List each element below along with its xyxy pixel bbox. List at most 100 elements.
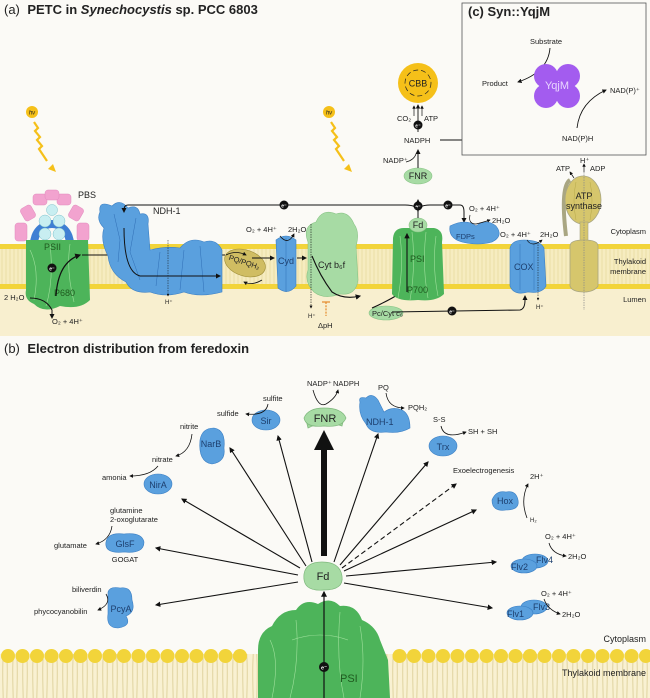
ndh1-complex: NDH-1 H⁺ [98, 202, 223, 306]
arrow-to-ndh1 [333, 432, 380, 563]
fnr-a: FNR NADP⁺ NADPH e⁻ CO₂ ATP [383, 104, 553, 185]
svg-text:Flv2: Flv2 [511, 562, 528, 572]
svg-text:NADPH: NADPH [333, 379, 359, 388]
lipid-head [146, 649, 160, 663]
flv2-flv4: Flv4 Flv2 O₂ + 4H⁺ 2H₂O [510, 532, 586, 574]
svg-text:e⁻: e⁻ [49, 267, 55, 273]
svg-text:ΔpH: ΔpH [318, 321, 333, 330]
svg-text:2H₂O: 2H₂O [540, 230, 558, 239]
svg-text:NarB: NarB [201, 439, 222, 449]
svg-text:FNR: FNR [314, 413, 337, 425]
yqjm-enzyme: YqjM [534, 64, 580, 108]
svg-text:P700: P700 [407, 285, 428, 295]
panel-c: (c) Syn::YqjM Substrate Product YqjM NAD… [461, 2, 647, 156]
electron-icon-b [319, 662, 329, 672]
lipid-head [15, 649, 30, 663]
lipid-head [595, 649, 610, 663]
thylakoid-label-a-1: Thylakoid [614, 257, 646, 266]
light-icon-1: hν [26, 106, 56, 172]
svg-text:GOGAT: GOGAT [112, 555, 139, 564]
panel-b: (b) Electron distribution from feredoxin… [0, 341, 650, 698]
svg-text:Product: Product [482, 79, 509, 88]
nira-b: NirA amonia [102, 465, 173, 495]
svg-text:Fd: Fd [317, 571, 330, 583]
lipid-head [436, 649, 450, 663]
cyd-complex: Cyd O₂ + 4H⁺ 2H₂O [246, 225, 306, 292]
fd-arrows [154, 432, 498, 610]
sir-b: Sir sulfite sulfide [217, 394, 283, 431]
svg-text:2 H₂O: 2 H₂O [4, 293, 25, 302]
psii-complex: PSII P680 e⁻ 2 H₂O O₂ + 4H⁺ [4, 240, 90, 326]
svg-text:O₂ + 4H⁺: O₂ + 4H⁺ [52, 317, 83, 326]
svg-text:2-oxoglutarate: 2-oxoglutarate [110, 515, 158, 524]
lipid-head [73, 649, 88, 663]
pq-pool: PQ/PQH₂ [224, 248, 266, 286]
svg-text:PSII: PSII [44, 242, 61, 252]
lipid-head [59, 649, 73, 663]
arrow-to-hox [343, 509, 477, 572]
atp-synthase: ATP synthase ATP H⁺ ADP [556, 156, 605, 310]
svg-text:PQ: PQ [378, 383, 389, 392]
arrow-to-glsf [154, 546, 299, 576]
lipid-head [523, 649, 537, 663]
lipid-head [233, 649, 247, 663]
svg-text:NADP⁺: NADP⁺ [383, 156, 408, 165]
arrow-to-flv13 [343, 582, 494, 610]
svg-text:e⁻: e⁻ [449, 310, 455, 316]
svg-text:NADP⁺: NADP⁺ [307, 379, 332, 388]
lipid-head [479, 649, 494, 663]
svg-text:PSI: PSI [340, 673, 358, 685]
svg-text:Fd: Fd [413, 220, 424, 230]
svg-text:e⁻: e⁻ [445, 204, 451, 210]
svg-text:phycocyanobilin: phycocyanobilin [34, 607, 87, 616]
lipid-head [639, 649, 650, 663]
svg-text:synthase: synthase [566, 201, 602, 211]
svg-text:2H₂O: 2H₂O [562, 610, 580, 619]
svg-text:e⁻: e⁻ [415, 205, 421, 211]
exoelectrogenesis-label: Exoelectrogenesis [453, 466, 515, 475]
arrow-to-pcya [154, 581, 299, 608]
fdps-complex: FDPs O₂ + 4H⁺ 2H₂O [449, 204, 510, 245]
svg-text:H⁺: H⁺ [580, 156, 589, 165]
svg-text:NirA: NirA [149, 480, 167, 490]
flv1-flv3: Flv3 Flv1 O₂ + 4H⁺ 2H₂O [506, 589, 580, 621]
hox-b: Hox 2H⁺ H₂ [491, 472, 544, 524]
arrow-to-narb [229, 447, 307, 567]
lipid-head [450, 649, 465, 663]
svg-text:nitrite: nitrite [180, 422, 198, 431]
svg-text:ATP: ATP [424, 114, 438, 123]
svg-text:sulfite: sulfite [263, 394, 283, 403]
svg-text:NAD(P)H: NAD(P)H [562, 134, 593, 143]
svg-text:S-S: S-S [433, 415, 446, 424]
lipid-head [160, 649, 175, 663]
svg-text:P680: P680 [54, 288, 75, 298]
arrow-to-trx [339, 461, 429, 566]
lipid-head [407, 649, 421, 663]
cox-complex: COX O₂ + 4H⁺ 2H₂O H⁺ [500, 230, 558, 311]
svg-text:NADPH: NADPH [404, 136, 430, 145]
cytoplasm-label-a: Cytoplasm [611, 227, 646, 236]
svg-text:O₂ + 4H⁺: O₂ + 4H⁺ [246, 225, 277, 234]
svg-text:glutamate: glutamate [54, 541, 87, 550]
svg-text:NDH-1: NDH-1 [153, 206, 181, 216]
arrow-to-flv24 [345, 559, 498, 577]
svg-text:O₂ + 4H⁺: O₂ + 4H⁺ [469, 204, 500, 213]
svg-text:GlsF: GlsF [116, 539, 136, 549]
lipid-head [102, 649, 117, 663]
svg-text:H₂: H₂ [530, 518, 537, 524]
svg-text:CO₂: CO₂ [397, 114, 411, 123]
panel-a: (a) PETC in Synechocystis sp. PCC 6803 h… [0, 2, 650, 336]
phycobilisome: PBS [14, 189, 96, 244]
svg-text:(c) Syn::YqjM: (c) Syn::YqjM [468, 4, 550, 19]
svg-text:Flv3: Flv3 [533, 602, 550, 612]
lipid-head [204, 649, 218, 663]
svg-text:PQH₂: PQH₂ [408, 403, 427, 412]
svg-text:FDPs: FDPs [456, 232, 475, 241]
lipid-head [494, 649, 508, 663]
svg-text:NDH-1: NDH-1 [366, 417, 394, 427]
svg-text:2H⁺: 2H⁺ [530, 472, 544, 481]
svg-text:Hox: Hox [497, 496, 514, 506]
lipid-head [392, 649, 407, 663]
narb-b: NarB nitrite nitrate [152, 422, 225, 465]
svg-text:H⁺: H⁺ [536, 304, 544, 311]
